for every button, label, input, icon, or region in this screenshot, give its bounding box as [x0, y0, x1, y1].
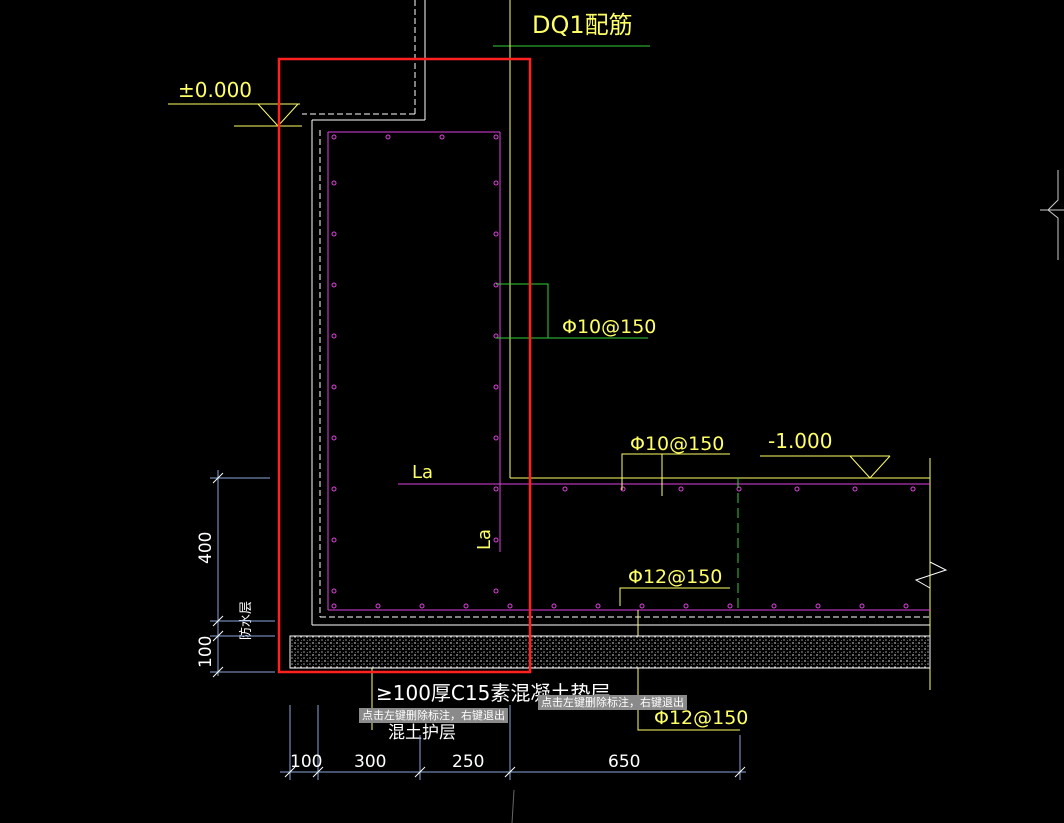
- rebar-dot: [493, 180, 499, 186]
- rebar-dot: [439, 134, 445, 140]
- rebar-dot: [331, 435, 337, 441]
- rebar-dot: [815, 603, 821, 609]
- rebar-lines: [327, 131, 930, 611]
- dimension-ticks: [212, 472, 746, 778]
- rebar-dot: [493, 588, 499, 594]
- leader-lines: [496, 283, 739, 610]
- dim-horizontal-250: 250: [452, 752, 484, 772]
- rebar-dot: [331, 282, 337, 288]
- rebar-dot: [419, 603, 425, 609]
- rebar-dot: [736, 486, 742, 492]
- tooltip-delete-right: 点击左键删除标注，右键退出: [538, 695, 687, 710]
- rebar-dot: [794, 486, 800, 492]
- rebar-dot: [493, 384, 499, 390]
- upper-wall-outline: [302, 0, 930, 626]
- break-mark-far: [1047, 170, 1059, 260]
- rebar-dot: [331, 603, 337, 609]
- rebar-dot: [595, 603, 601, 609]
- rebar-dot: [493, 333, 499, 339]
- rebar-dot: [331, 333, 337, 339]
- rebar-dot: [493, 134, 499, 140]
- cushion-hatch: [289, 635, 931, 669]
- rebar-dot: [331, 384, 337, 390]
- rebar-dot: [331, 537, 337, 543]
- dim-vertical-100: 100: [196, 636, 216, 668]
- tooltip-delete-left: 点击左键删除标注，右键退出: [359, 708, 508, 723]
- anchor-label-vertical: La: [474, 529, 495, 550]
- rebar-dot: [507, 603, 513, 609]
- rebar-dot: [331, 588, 337, 594]
- rebar-dots: [331, 134, 916, 609]
- rebar-dot: [331, 486, 337, 492]
- rebar-dot: [493, 231, 499, 237]
- rebar-dot: [331, 134, 337, 140]
- highlight-rectangle[interactable]: [277, 57, 532, 674]
- rebar-dot: [852, 486, 858, 492]
- rebar-dot: [562, 486, 568, 492]
- rebar-dot: [463, 603, 469, 609]
- rebar-dot: [910, 486, 916, 492]
- level-marker-top: [168, 103, 302, 127]
- rebar-dot: [493, 486, 499, 492]
- rebar-dot: [375, 603, 381, 609]
- rebar-dot: [551, 603, 557, 609]
- rebar-dot: [859, 603, 865, 609]
- rebar-dot: [683, 603, 689, 609]
- anchor-label-horizontal: La: [412, 462, 433, 483]
- rebar-label-slab-bottom: Φ12@150: [628, 566, 722, 588]
- dim-horizontal-300: 300: [354, 752, 386, 772]
- level-bottom-label: -1.000: [768, 429, 832, 453]
- dim-horizontal-100: 100: [290, 752, 322, 772]
- level-marker-bottom: [760, 455, 891, 479]
- dimension-lines: [210, 470, 746, 780]
- rebar-label-wall: Φ10@150: [562, 316, 656, 338]
- drawing-title: DQ1配筋: [532, 11, 633, 39]
- rebar-dot: [331, 180, 337, 186]
- waterproof-label: 防水层: [238, 601, 254, 640]
- rebar-dot: [331, 231, 337, 237]
- rebar-label-lower-right: Φ12@150: [654, 707, 748, 729]
- dim-vertical-400: 400: [196, 532, 216, 564]
- rebar-dot: [678, 486, 684, 492]
- rebar-dot: [620, 486, 626, 492]
- rebar-label-slab-top: Φ10@150: [630, 433, 724, 455]
- rebar-dot: [493, 435, 499, 441]
- rebar-dot: [903, 603, 909, 609]
- protect-label: 混土护层: [388, 723, 456, 743]
- rebar-dot: [771, 603, 777, 609]
- break-mark: [914, 561, 948, 589]
- rebar-dot: [385, 134, 391, 140]
- rebar-dot: [639, 603, 645, 609]
- rebar-dot: [493, 537, 499, 543]
- level-top-label: ±0.000: [178, 78, 252, 102]
- rebar-dot: [727, 603, 733, 609]
- rebar-dot: [493, 282, 499, 288]
- dim-horizontal-650: 650: [608, 752, 640, 772]
